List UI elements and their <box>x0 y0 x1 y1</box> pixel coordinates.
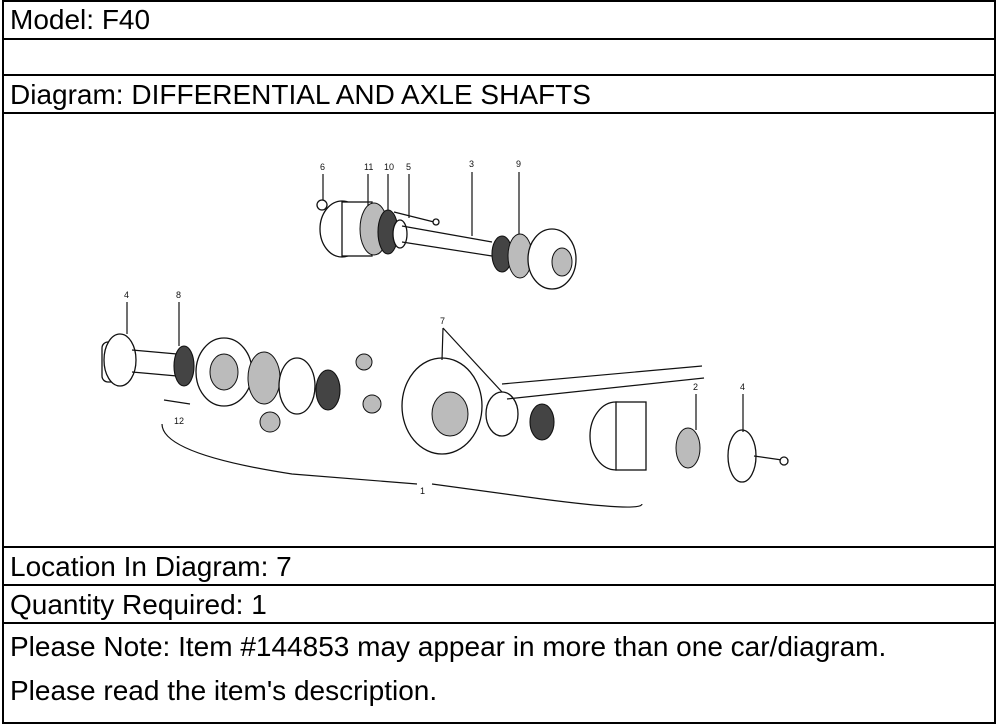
callout-12: 12 <box>174 416 184 426</box>
callout-1: 1 <box>420 486 425 496</box>
location-row: Location In Diagram: 7 <box>2 548 996 586</box>
differential-assembly <box>101 333 789 508</box>
location-label: Location In Diagram: 7 <box>10 551 292 582</box>
axle-shaft-assembly <box>316 199 577 290</box>
callout-6: 6 <box>320 162 325 172</box>
callout-3: 3 <box>469 159 474 169</box>
diagram-figure-row: 6 11 10 5 3 9 4 8 7 12 2 4 1 <box>2 114 996 548</box>
callout-5: 5 <box>406 162 411 172</box>
note-text: Please Note: Item #144853 may appear in … <box>10 631 887 706</box>
callout-4-left: 4 <box>124 290 129 300</box>
callout-9: 9 <box>516 159 521 169</box>
callout-11: 11 <box>364 162 373 172</box>
quantity-label: Quantity Required: 1 <box>10 589 267 620</box>
blank-row <box>2 40 996 76</box>
leader-lines <box>126 172 744 432</box>
callout-10: 10 <box>384 162 394 172</box>
callout-4-right: 4 <box>740 382 745 392</box>
callouts: 6 11 10 5 3 9 4 8 7 12 2 4 1 <box>124 159 745 496</box>
quantity-row: Quantity Required: 1 <box>2 586 996 624</box>
exploded-parts-diagram: 6 11 10 5 3 9 4 8 7 12 2 4 1 <box>101 159 789 508</box>
model-label: Model: F40 <box>10 4 151 35</box>
callout-7: 7 <box>440 316 445 326</box>
callout-2: 2 <box>693 382 698 392</box>
model-row: Model: F40 <box>2 0 996 40</box>
diagram-label: Diagram: DIFFERENTIAL AND AXLE SHAFTS <box>10 79 591 110</box>
callout-8: 8 <box>176 290 181 300</box>
note-row: Please Note: Item #144853 may appear in … <box>2 624 996 724</box>
diagram-row: Diagram: DIFFERENTIAL AND AXLE SHAFTS <box>2 76 996 114</box>
